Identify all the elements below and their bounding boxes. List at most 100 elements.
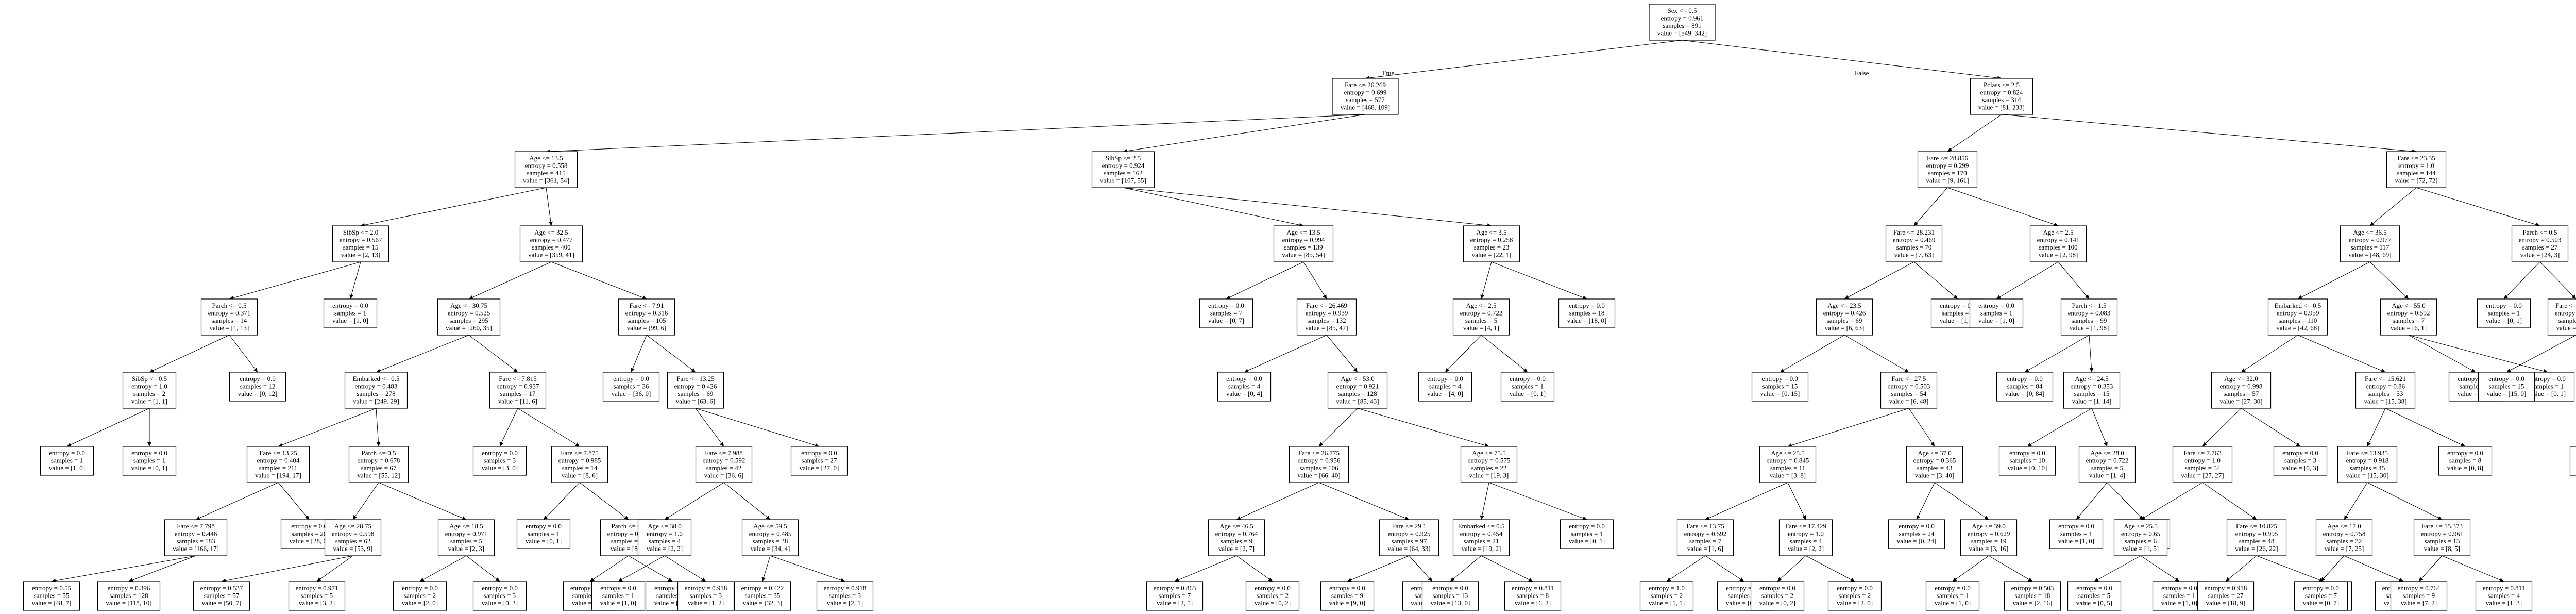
node-box — [1289, 446, 1349, 483]
tree-edge — [2024, 335, 2090, 373]
node-box — [229, 372, 286, 402]
node-text-line: samples = 2 — [1761, 592, 1793, 600]
tree-edge — [2001, 114, 2417, 154]
node-text-line: samples = 3 — [484, 592, 516, 600]
node-text-line: samples = 11 — [1770, 464, 1805, 472]
tree-edge — [1318, 408, 1358, 447]
node-box — [97, 581, 161, 611]
node-text-line: value = [15, 38] — [2364, 397, 2406, 405]
tree-edge — [2408, 335, 2548, 373]
node-text-line: entropy = 0.0 — [332, 302, 368, 309]
node-text-line: value = [81, 233] — [1978, 104, 2025, 111]
node-text-line: entropy = 0.0 — [1978, 302, 2014, 309]
node-text-line: Fare <= 23.35 — [2397, 154, 2435, 162]
node-text-line: samples = 17 — [500, 390, 536, 397]
node-text-line: Fare <= 13.25 — [259, 449, 297, 457]
node-text-line: value = [2, 5] — [1157, 599, 1193, 607]
node-box — [122, 372, 177, 409]
node-text-line: samples = 295 — [449, 317, 488, 324]
node-text-line: entropy = 0.678 — [358, 457, 400, 464]
tree-edge — [1357, 408, 1489, 447]
node-text-line: value = [36, 6] — [704, 472, 744, 479]
node-text-line: samples = 7 — [2393, 317, 2425, 324]
node-text-line: value = [2, 3] — [448, 545, 484, 553]
node-box — [344, 372, 408, 409]
node-box — [1880, 372, 1938, 409]
node-text-line: value = [1, 0] — [1940, 317, 1976, 324]
node-text-line: SibSp <= 2.0 — [343, 228, 379, 236]
node-text-line: value = [1, 0] — [1935, 599, 1971, 607]
tree-edge — [2094, 555, 2141, 582]
node-box — [2390, 581, 2448, 611]
node-text-line: value = [48, 69] — [2348, 251, 2391, 259]
node-text-line: samples = 9 — [2403, 592, 2435, 600]
node-text-line: Age <= 13.5 — [1286, 228, 1320, 236]
tree-edge — [551, 261, 647, 300]
node-text-line: value = [361, 54] — [523, 177, 569, 185]
node-text-line: value = [7, 2] — [2401, 599, 2437, 607]
node-text-line: entropy = 0.722 — [2086, 457, 2129, 464]
node-text-line: entropy = 0.083 — [2068, 309, 2111, 317]
node-text-line: samples = 67 — [361, 464, 397, 472]
node-box — [1504, 581, 1562, 611]
node-text-line: entropy = 0.592 — [2387, 309, 2430, 317]
node-text-line: value = [0, 1] — [2530, 390, 2566, 397]
tree-edge — [468, 335, 518, 373]
node-text-line: Embarked <= 0.5 — [2275, 302, 2321, 309]
node-text-line: samples = 278 — [357, 390, 395, 397]
node-text-line: samples = 28 — [292, 530, 327, 538]
node-text-line: value = [3, 40] — [1915, 472, 1955, 479]
node-box — [2029, 225, 2087, 262]
tree-edge — [149, 335, 230, 373]
tree-edge — [1303, 261, 1327, 300]
node-text-line: value = [9, 161] — [1926, 177, 1969, 185]
node-text-line: entropy = 0.446 — [175, 530, 217, 538]
tree-edge — [2385, 408, 2466, 447]
node-text-line: samples = 7 — [1689, 537, 1722, 545]
true-edge-label: True — [1382, 69, 1394, 77]
node-box — [1217, 372, 1272, 402]
tree-edge — [376, 408, 381, 447]
node-text-line: entropy = 0.0 — [2530, 375, 2566, 383]
node-text-line: Age <= 46.5 — [1219, 522, 1253, 530]
node-text-line: value = [1, 1] — [131, 397, 167, 405]
node-text-line: Fare <= 28.856 — [1927, 154, 1969, 162]
node-box — [2477, 298, 2531, 328]
tree-edge — [1787, 482, 1806, 520]
node-box — [2078, 446, 2136, 483]
node-text-line: Fare <= 27.5 — [1891, 375, 1926, 383]
node-text-line: value = [1, 0] — [2161, 599, 2197, 607]
node-box — [1917, 151, 1978, 188]
node-box — [1925, 581, 1980, 611]
node-text-line: value = [85, 54] — [1282, 251, 1325, 259]
node-box — [816, 581, 874, 611]
node-text-line: value = [18, 9] — [2206, 599, 2246, 607]
tree-edge — [2202, 482, 2257, 520]
node-text-line: samples = 105 — [627, 317, 666, 324]
node-text-line: entropy = 0.971 — [445, 530, 488, 538]
node-box — [1452, 298, 1510, 336]
node-text-line: entropy = 0.845 — [1767, 457, 1809, 464]
node-text-line: entropy = 0.0 — [526, 522, 562, 530]
node-text-line: Age <= 59.5 — [753, 522, 787, 530]
